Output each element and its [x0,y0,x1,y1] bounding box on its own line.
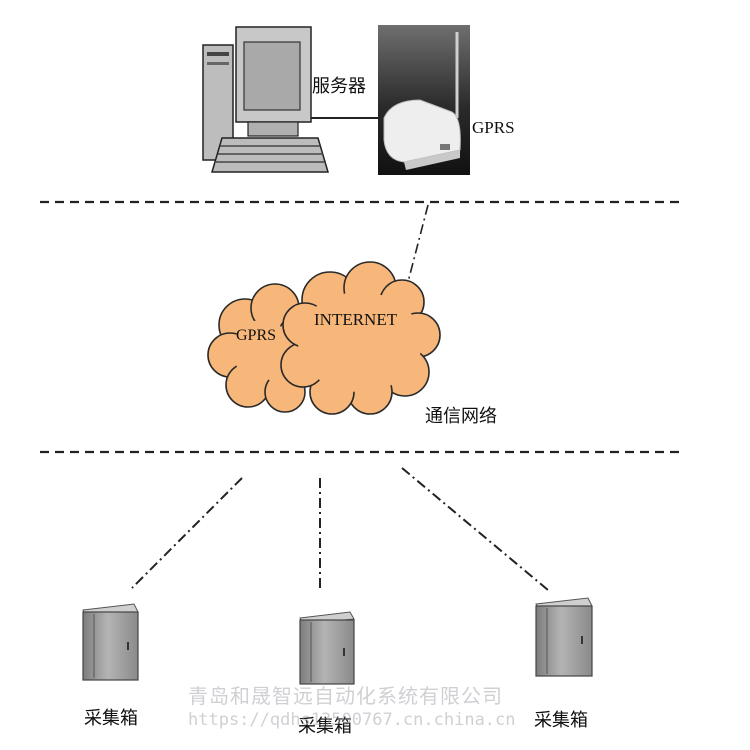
server-computer-icon [202,26,330,173]
network-label: 通信网络 [425,406,497,427]
collection-box-middle-icon [299,611,355,685]
box-label-left: 采集箱 [84,708,138,729]
gprs-modem-icon [378,25,470,175]
gprs-modem-label: GPRS [472,118,515,137]
link-modem-cloud [407,204,429,283]
cloud-internet-label: INTERNET [314,310,398,329]
link-cloud-box-right [401,467,549,591]
internet-cloud [280,261,441,415]
server-label: 服务器 [312,76,366,97]
link-cloud-box-left [131,477,243,589]
cloud-gprs-label: GPRS [236,327,277,344]
collection-box-left-icon [82,603,139,681]
box-label-middle: 采集箱 [298,716,352,737]
collection-box-right-icon [535,597,593,677]
box-label-right: 采集箱 [534,710,588,731]
